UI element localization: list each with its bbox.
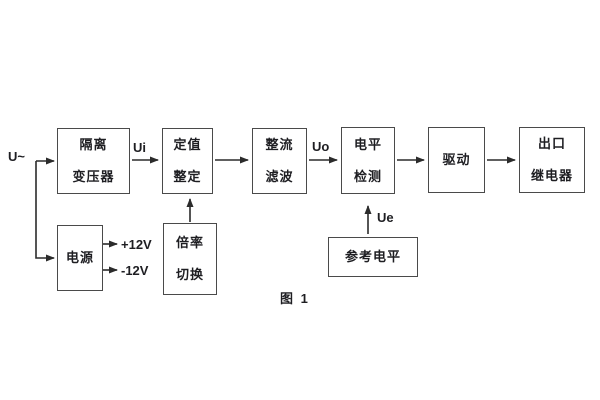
signal-label-ue: Ue (377, 210, 394, 225)
signal-label-ui: Ui (133, 140, 146, 155)
power-rail-label-negative: -12V (121, 263, 149, 278)
block-ratio-switch: 倍率 切换 (163, 223, 217, 295)
block-rectifier-filter: 整流 滤波 (252, 128, 307, 194)
wire-input-to-power (35, 161, 55, 262)
power-rail-label-positive: +12V (121, 237, 152, 252)
block-isolation-transformer: 隔离 变压器 (57, 128, 130, 194)
block-value-setting: 定值 整定 (162, 128, 213, 194)
block-driver: 驱动 (428, 127, 485, 193)
block-output-relay: 出口 继电器 (519, 127, 585, 193)
block-level-detection: 电平 检测 (341, 127, 395, 194)
figure-caption: 图 1 (280, 291, 310, 306)
block-reference-level: 参考电平 (328, 237, 418, 277)
input-label-u: U~ (8, 149, 25, 164)
signal-label-uo: Uo (312, 139, 330, 154)
block-power-supply: 电源 (57, 225, 103, 291)
